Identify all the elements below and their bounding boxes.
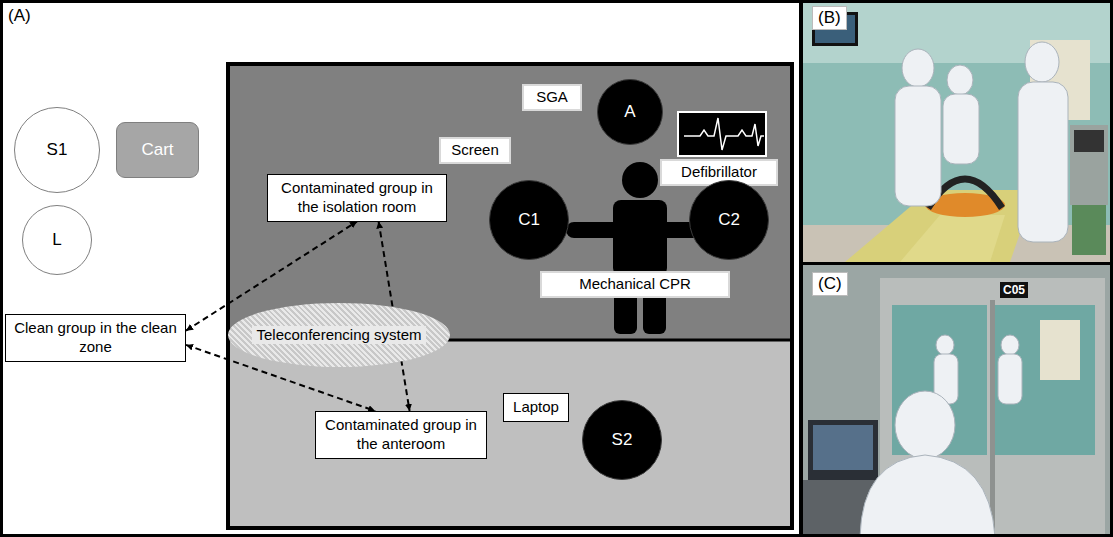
- staff-circle: S2: [582, 400, 662, 480]
- text-group: Screen: [447, 141, 503, 160]
- panel-label: (C): [812, 272, 848, 296]
- text-group: Contaminated group in the isolation room: [274, 179, 440, 217]
- patient-silhouette: [566, 162, 714, 334]
- defibrillator-icon: [678, 112, 766, 156]
- staff-circle: C1: [489, 180, 569, 260]
- text-group: S2: [612, 429, 633, 450]
- text-group: A: [624, 101, 635, 122]
- equipment-tag: Screen: [439, 137, 511, 164]
- node-text: Mechanical CPR: [548, 275, 722, 294]
- node-text: Contaminated group in the anteroom: [322, 416, 480, 454]
- text-group: L: [52, 229, 61, 250]
- staff-circle: C2: [689, 180, 769, 260]
- photo-b: [803, 3, 1111, 262]
- text-group: S1: [47, 139, 68, 160]
- text-group: SGA: [530, 88, 574, 107]
- node-text: Cart: [141, 139, 173, 160]
- staff-circle: L: [22, 205, 92, 275]
- node-text: Defibrillator: [668, 163, 770, 182]
- text-group: Contaminated group in the anteroom: [322, 416, 480, 454]
- group-box: Clean group in the clean zone: [5, 314, 186, 362]
- node-text: Laptop: [510, 398, 562, 417]
- node-text: Contaminated group in the isolation room: [274, 179, 440, 217]
- text-group: C1: [518, 209, 540, 230]
- text-group: Clean group in the clean zone: [12, 319, 179, 357]
- node-text: A: [624, 101, 635, 122]
- node-text: Screen: [447, 141, 503, 160]
- node-text: Clean group in the clean zone: [12, 319, 179, 357]
- text-group: C2: [718, 209, 740, 230]
- staff-circle: A: [597, 79, 663, 145]
- panel-label: (A): [8, 6, 31, 26]
- photo-c: [803, 265, 1111, 537]
- room-sign: C05: [1000, 282, 1028, 298]
- node-text: C1: [518, 209, 540, 230]
- equipment-tag: SGA: [522, 84, 582, 111]
- text-group: Laptop: [510, 398, 562, 417]
- text-group: Teleconferencing system: [252, 326, 425, 345]
- node-text: S2: [612, 429, 633, 450]
- node-text: Teleconferencing system: [252, 326, 425, 345]
- panel-label: (B): [812, 6, 847, 30]
- equipment-tag: Mechanical CPR: [540, 271, 730, 298]
- node-text: C2: [718, 209, 740, 230]
- text-group: Mechanical CPR: [548, 275, 722, 294]
- node-text: SGA: [530, 88, 574, 107]
- node-text: S1: [47, 139, 68, 160]
- text-group: Cart: [141, 139, 173, 160]
- text-group: Defibrillator: [668, 163, 770, 182]
- rooms: [228, 64, 792, 528]
- node-text: L: [52, 229, 61, 250]
- staff-circle: S1: [14, 107, 100, 193]
- group-box: Contaminated group in the isolation room: [267, 174, 447, 222]
- group-box: Contaminated group in the anteroom: [315, 411, 487, 459]
- system-ellipse: Teleconferencing system: [228, 303, 450, 367]
- cart-box: Cart: [116, 122, 199, 178]
- equipment-box: Laptop: [503, 393, 569, 422]
